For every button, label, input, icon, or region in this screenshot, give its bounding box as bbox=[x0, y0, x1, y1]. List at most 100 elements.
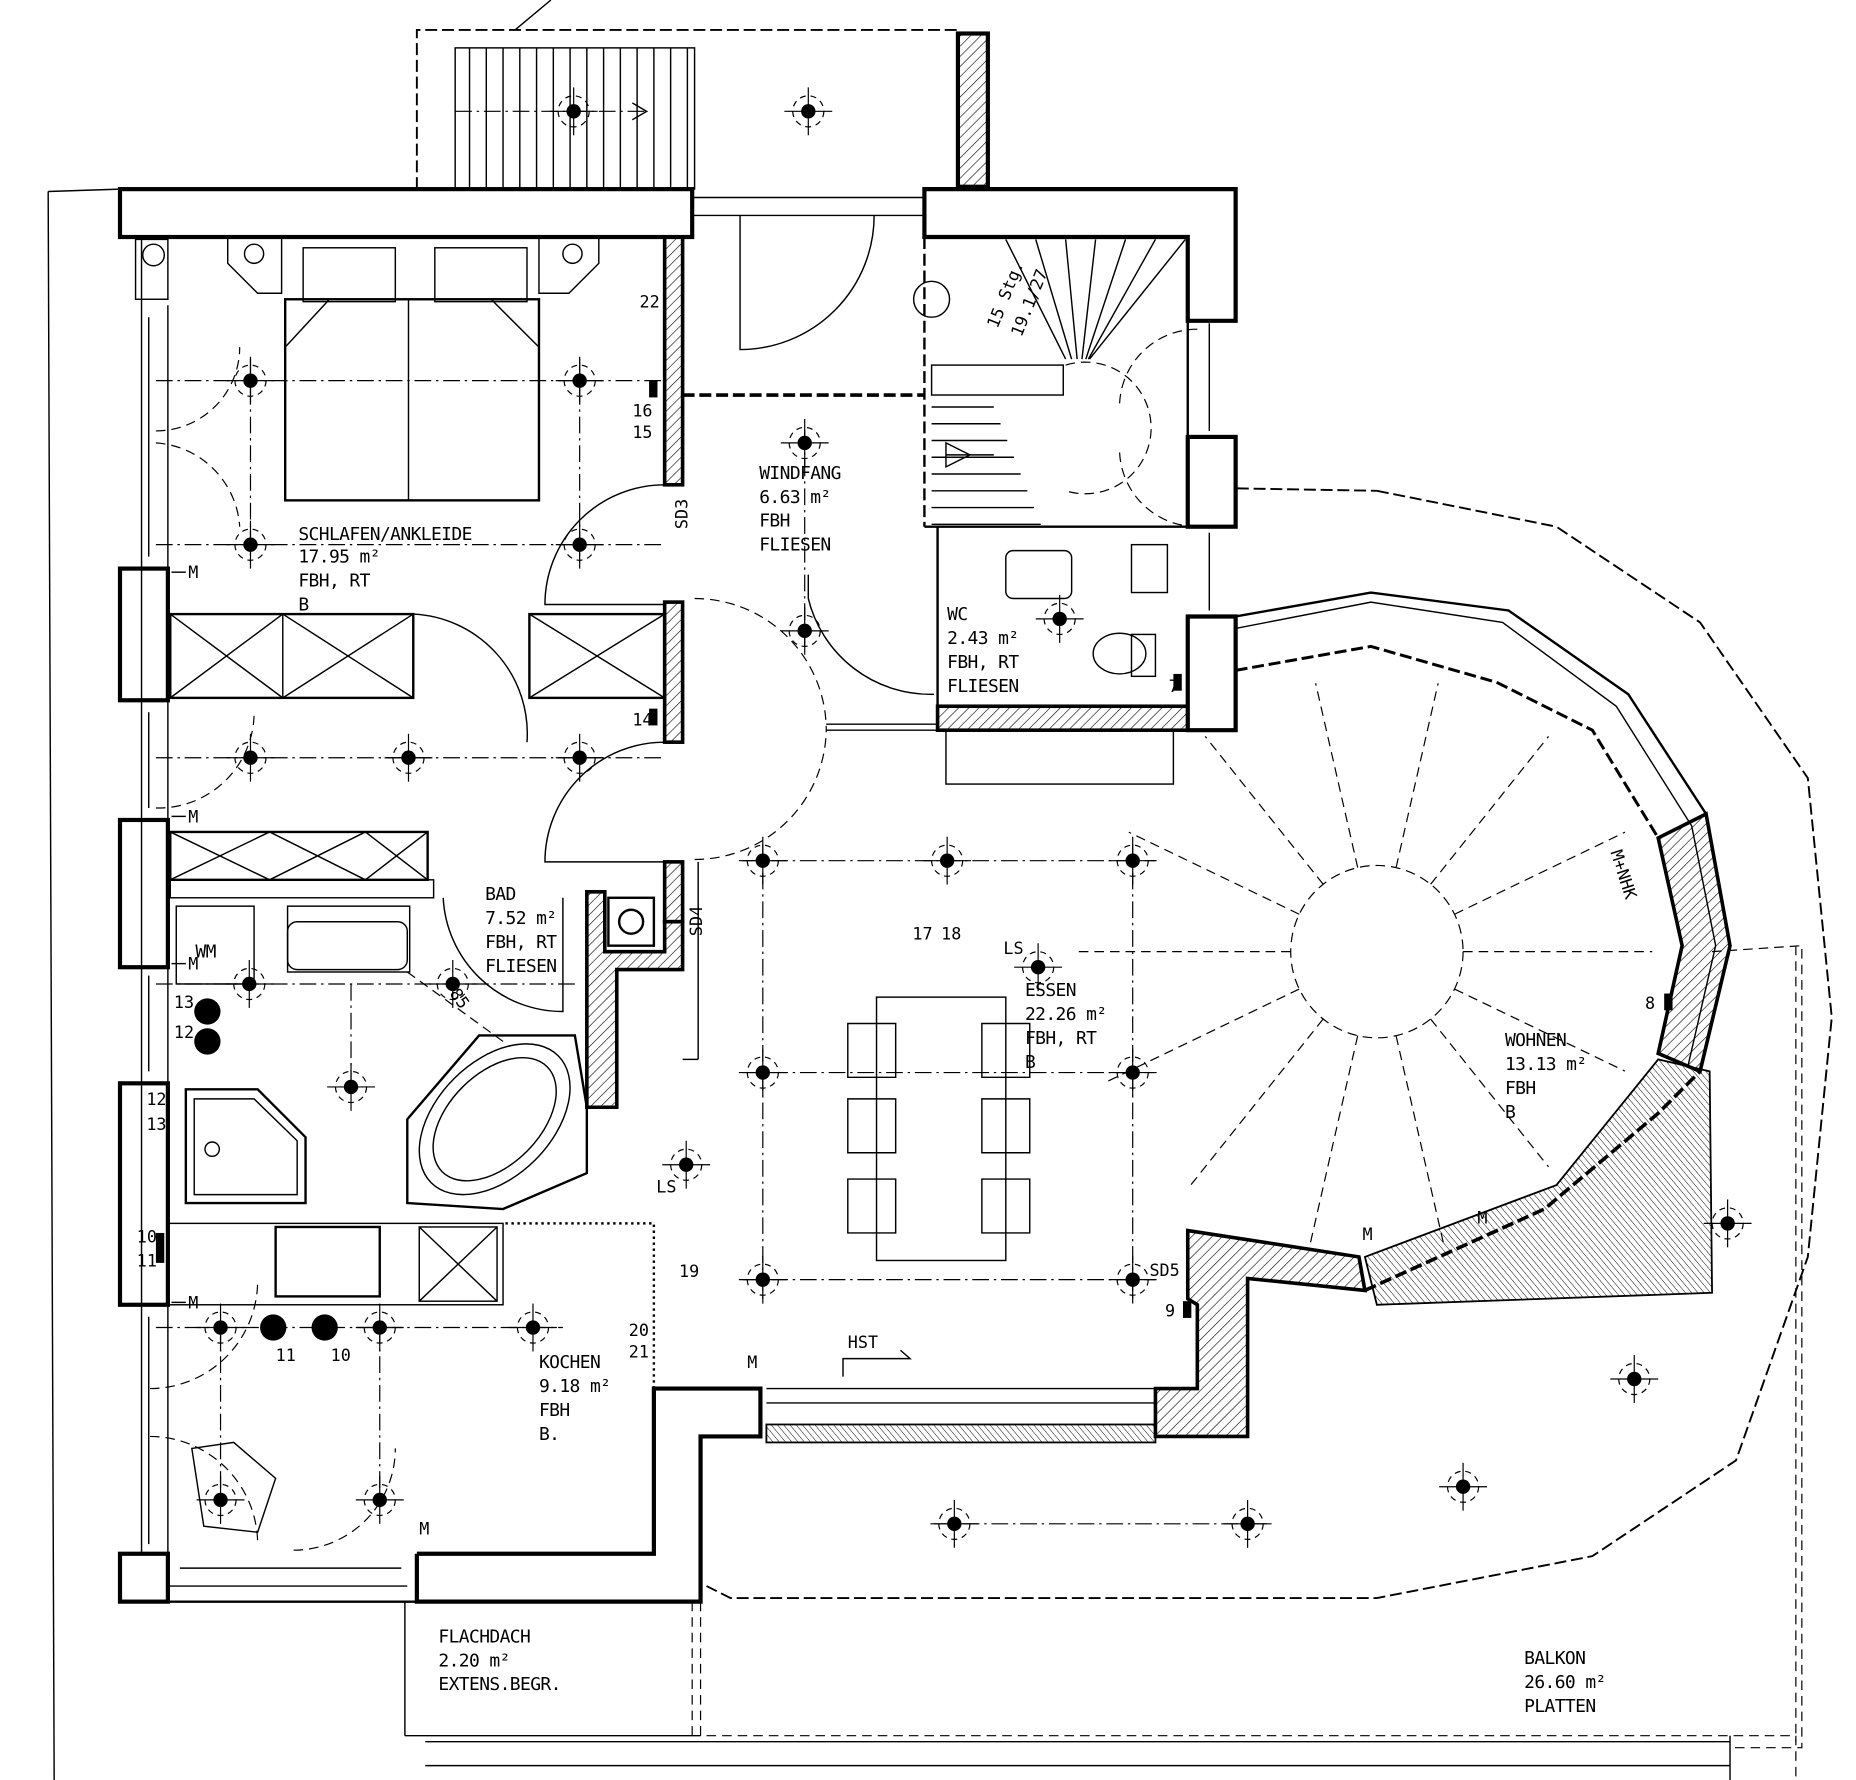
interior-walls bbox=[503, 235, 1368, 1444]
svg-text:10: 10 bbox=[331, 1345, 351, 1365]
svg-text:EXTENS.BEGR.: EXTENS.BEGR. bbox=[438, 1674, 560, 1695]
svg-text:M: M bbox=[188, 1292, 198, 1312]
svg-text:8: 8 bbox=[1645, 993, 1655, 1013]
ceiling-light-icon bbox=[326, 1062, 376, 1112]
stair-step bbox=[1064, 239, 1078, 360]
lighting-axes bbox=[155, 86, 1753, 1549]
svg-text:26.60 m²: 26.60 m² bbox=[1524, 1672, 1606, 1693]
dining-chair bbox=[847, 1178, 897, 1234]
ceiling-light-icon bbox=[738, 836, 788, 886]
ceiling-light-icon bbox=[196, 1475, 246, 1525]
svg-text:B: B bbox=[298, 594, 308, 615]
svg-text:2.20 m²: 2.20 m² bbox=[438, 1650, 509, 1671]
room-bad: BAD 7.52 m² FBH, RT FLIESEN bbox=[485, 884, 558, 977]
svg-text:13: 13 bbox=[146, 1114, 166, 1134]
svg-text:SCHLAFEN/ANKLEIDE: SCHLAFEN/ANKLEIDE bbox=[298, 524, 471, 545]
stair-step bbox=[1087, 239, 1157, 360]
svg-text:FLIESEN: FLIESEN bbox=[485, 956, 556, 977]
ceiling-light-icon bbox=[922, 836, 972, 886]
svg-text:ESSEN: ESSEN bbox=[1025, 980, 1076, 1001]
exterior-walls bbox=[117, 187, 1238, 1604]
svg-text:12: 12 bbox=[174, 1022, 194, 1042]
ceiling-ray bbox=[1189, 1018, 1324, 1186]
svg-text:FLACHDACH: FLACHDACH bbox=[438, 1626, 530, 1647]
svg-text:WINDFANG: WINDFANG bbox=[759, 463, 841, 484]
room-balkon: BALKON 26.60 m² PLATTEN bbox=[1524, 1648, 1606, 1717]
ceiling-ray bbox=[1204, 736, 1324, 885]
svg-text:9.18 m²: 9.18 m² bbox=[539, 1376, 610, 1397]
ls-label: LS bbox=[656, 1176, 676, 1196]
stair-step bbox=[1005, 239, 1067, 360]
svg-text:B.: B. bbox=[539, 1424, 559, 1445]
svg-text:17.95 m²: 17.95 m² bbox=[298, 547, 380, 568]
svg-text:M: M bbox=[1477, 1207, 1487, 1227]
ceiling-light-icon bbox=[224, 959, 274, 1009]
dining-chair bbox=[847, 1098, 897, 1154]
svg-text:14: 14 bbox=[632, 709, 652, 729]
stair-step bbox=[1035, 239, 1073, 360]
svg-text:M: M bbox=[1363, 1224, 1373, 1244]
dining-chair bbox=[981, 1178, 1031, 1234]
svg-text:PLATTEN: PLATTEN bbox=[1524, 1696, 1595, 1717]
svg-text:BAD: BAD bbox=[485, 884, 516, 905]
dining-chair bbox=[981, 1022, 1031, 1079]
ceiling-light-icon bbox=[1108, 1048, 1158, 1098]
svg-text:6.63 m²: 6.63 m² bbox=[759, 487, 830, 508]
svg-text:WC: WC bbox=[947, 604, 967, 625]
ceiling-light-icon bbox=[738, 1255, 788, 1305]
svg-text:FBH, RT: FBH, RT bbox=[298, 571, 370, 592]
ceiling-light-icon bbox=[929, 1499, 979, 1549]
svg-text:18: 18 bbox=[941, 924, 961, 944]
svg-text:FBH, RT: FBH, RT bbox=[947, 652, 1019, 673]
ceiling-ray bbox=[1128, 831, 1300, 915]
svg-text:B: B bbox=[1025, 1052, 1035, 1073]
svg-text:FBH: FBH bbox=[539, 1400, 570, 1421]
site-lines bbox=[47, 0, 552, 1780]
dining-chair bbox=[981, 1098, 1031, 1154]
svg-text:M: M bbox=[419, 1519, 429, 1539]
room-wohnen: WOHNEN 13.13 m² FBH B bbox=[1505, 1030, 1587, 1123]
ceiling-ray bbox=[1395, 683, 1439, 868]
svg-text:BALKON: BALKON bbox=[1524, 1648, 1585, 1669]
m-nhk-label: M+NHK bbox=[1607, 847, 1642, 902]
ceiling-ray bbox=[1107, 988, 1300, 1083]
ceiling-light-icon bbox=[383, 733, 434, 783]
svg-text:19: 19 bbox=[679, 1261, 699, 1281]
svg-text:13: 13 bbox=[174, 992, 194, 1012]
ceiling-ray bbox=[1454, 988, 1626, 1072]
sd5-label: SD5 bbox=[1149, 1260, 1179, 1280]
svg-text:17: 17 bbox=[912, 924, 932, 944]
hst-label: HST bbox=[848, 1332, 878, 1352]
ceiling-ray bbox=[1315, 683, 1359, 868]
ceiling-light-icon bbox=[355, 1475, 405, 1525]
ceiling-light-icon bbox=[783, 86, 833, 136]
room-labels: SCHLAFEN/ANKLEIDE 17.95 m² FBH, RT B WIN… bbox=[298, 463, 1606, 1717]
svg-text:9: 9 bbox=[1165, 1301, 1175, 1321]
ceiling-light-icon bbox=[1035, 594, 1085, 644]
svg-text:FBH, RT: FBH, RT bbox=[1025, 1028, 1097, 1049]
ceiling-light-icon bbox=[1609, 1354, 1659, 1404]
ceiling-light-icon bbox=[555, 356, 605, 406]
svg-text:22.26 m²: 22.26 m² bbox=[1025, 1004, 1107, 1025]
stair-step bbox=[1088, 238, 1186, 360]
svg-text:FLIESEN: FLIESEN bbox=[947, 676, 1018, 697]
ceiling-light-icon bbox=[225, 356, 276, 406]
room-windfang: WINDFANG 6.63 m² FBH FLIESEN bbox=[759, 463, 841, 556]
svg-text:FBH: FBH bbox=[1505, 1078, 1536, 1099]
stair-step bbox=[1081, 239, 1097, 360]
ceiling-light-icon bbox=[225, 520, 276, 570]
ceiling-light-icon bbox=[555, 520, 605, 570]
ls-label: LS bbox=[1003, 938, 1023, 958]
svg-text:KOCHEN: KOCHEN bbox=[539, 1352, 600, 1373]
entrance-stairs bbox=[415, 28, 990, 190]
room-flachdach: FLACHDACH 2.20 m² EXTENS.BEGR. bbox=[438, 1626, 561, 1695]
svg-text:M: M bbox=[188, 806, 198, 826]
ceiling-light-icon bbox=[1438, 1462, 1488, 1512]
svg-text:22: 22 bbox=[640, 292, 660, 312]
ceiling-light-icon bbox=[1223, 1499, 1273, 1549]
svg-text:15: 15 bbox=[632, 422, 652, 442]
svg-text:20: 20 bbox=[629, 1320, 649, 1340]
svg-text:2.43 m²: 2.43 m² bbox=[947, 628, 1018, 649]
svg-text:7.52 m²: 7.52 m² bbox=[485, 908, 556, 929]
